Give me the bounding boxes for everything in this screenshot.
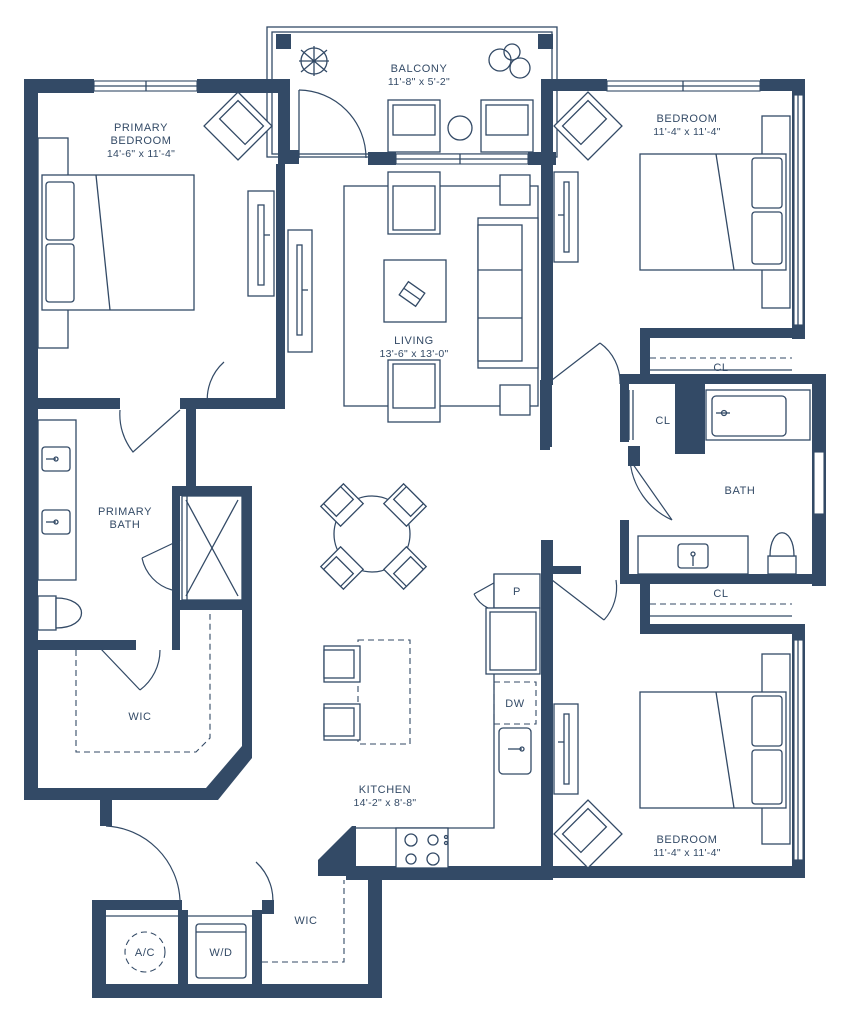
wic-entry-label: WIC xyxy=(294,915,317,927)
bath-door xyxy=(629,459,673,521)
living-label: LIVING xyxy=(394,335,434,347)
bedroom-top xyxy=(553,91,792,371)
hall-bath xyxy=(637,389,811,617)
balcony-post-left xyxy=(276,34,291,49)
wall-left xyxy=(24,79,38,799)
balcony-size: 11'-8" x 5'-2" xyxy=(388,76,450,88)
bedroom-top-door xyxy=(551,342,621,385)
cooktop xyxy=(395,827,449,869)
closet-bottom-label: CL xyxy=(713,588,728,600)
kitchen-label: KITCHEN xyxy=(359,784,411,796)
primary-bedroom-door xyxy=(119,409,181,453)
balcony-door xyxy=(298,89,367,159)
balcony-side-table xyxy=(447,115,473,141)
dining-table xyxy=(333,495,411,573)
primary-toilet xyxy=(37,595,57,631)
living-size: 13'-6" x 13'-0" xyxy=(379,348,448,360)
ac-label: A/C xyxy=(135,947,155,959)
balcony-post-right xyxy=(538,34,553,49)
primary-bath-label-1: PRIMARY xyxy=(98,506,152,518)
pantry-label: P xyxy=(513,586,521,598)
primary-bedroom-label-2: BEDROOM xyxy=(110,135,171,147)
bedroom-top-label: BEDROOM xyxy=(656,113,717,125)
primary-bedroom-size: 14'-6" x 11'-4" xyxy=(107,148,175,160)
bedroom-top-armchair xyxy=(553,91,623,161)
bedroom-bottom xyxy=(553,653,791,869)
washer-dryer xyxy=(195,923,247,979)
bedroom-top-size: 11'-4" x 11'-4" xyxy=(653,126,721,138)
bar-stool xyxy=(323,645,361,683)
toilet xyxy=(767,555,797,575)
pantry xyxy=(493,573,541,609)
end-table xyxy=(499,174,531,206)
primary-bedroom-label-1: PRIMARY xyxy=(114,122,168,134)
balcony-chair-right xyxy=(480,99,534,153)
closet-top-label: CL xyxy=(713,362,728,374)
doors xyxy=(99,89,673,911)
bedroom-bottom-size: 11'-4" x 11'-4" xyxy=(653,847,721,859)
dishwasher xyxy=(493,681,537,725)
bar-stool xyxy=(323,703,361,741)
wic-primary-shelving xyxy=(75,614,211,753)
wic-entry-door xyxy=(255,861,274,911)
wic-primary-door xyxy=(99,647,161,691)
wic-entry-shelving xyxy=(262,880,345,963)
end-table xyxy=(499,384,531,416)
ac-unit xyxy=(124,931,166,973)
shower-door xyxy=(141,539,181,591)
living-room xyxy=(287,171,539,423)
shower xyxy=(181,495,243,601)
dishwasher-label: DW xyxy=(505,698,525,710)
utility xyxy=(106,880,345,979)
wic-primary-label: WIC xyxy=(128,711,151,723)
bath-label: BATH xyxy=(725,485,756,497)
balcony-chair-left xyxy=(387,99,441,153)
kitchen-size: 14'-2" x 8'-8" xyxy=(354,797,417,809)
kitchen-sink xyxy=(498,727,532,775)
bedroom-bottom-armchair xyxy=(553,799,623,869)
primary-armchair xyxy=(203,91,273,161)
plant-icon xyxy=(488,43,531,79)
room-labels: BALCONY 11'-8" x 5'-2" PRIMARY BEDROOM 1… xyxy=(98,63,756,959)
primary-bath xyxy=(37,419,243,631)
bedroom-bottom-door xyxy=(551,579,618,621)
living-armchair-bottom xyxy=(387,359,441,423)
plant-icon xyxy=(299,46,329,76)
balcony xyxy=(266,26,558,158)
kitchen xyxy=(323,573,541,869)
closet-hall-label: CL xyxy=(655,415,670,427)
windows xyxy=(93,80,825,861)
entry-door xyxy=(105,825,181,901)
kitchen-island xyxy=(357,639,411,745)
balcony-label: BALCONY xyxy=(391,63,448,75)
primary-closet-door xyxy=(206,361,271,409)
primary-bath-label-2: BATH xyxy=(110,519,141,531)
bedroom-bottom-label: BEDROOM xyxy=(656,834,717,846)
dining-set xyxy=(319,482,428,591)
primary-vanity xyxy=(37,419,77,581)
living-armchair-top xyxy=(387,171,441,235)
primary-bedroom xyxy=(37,91,275,349)
washer-dryer-label: W/D xyxy=(209,947,232,959)
